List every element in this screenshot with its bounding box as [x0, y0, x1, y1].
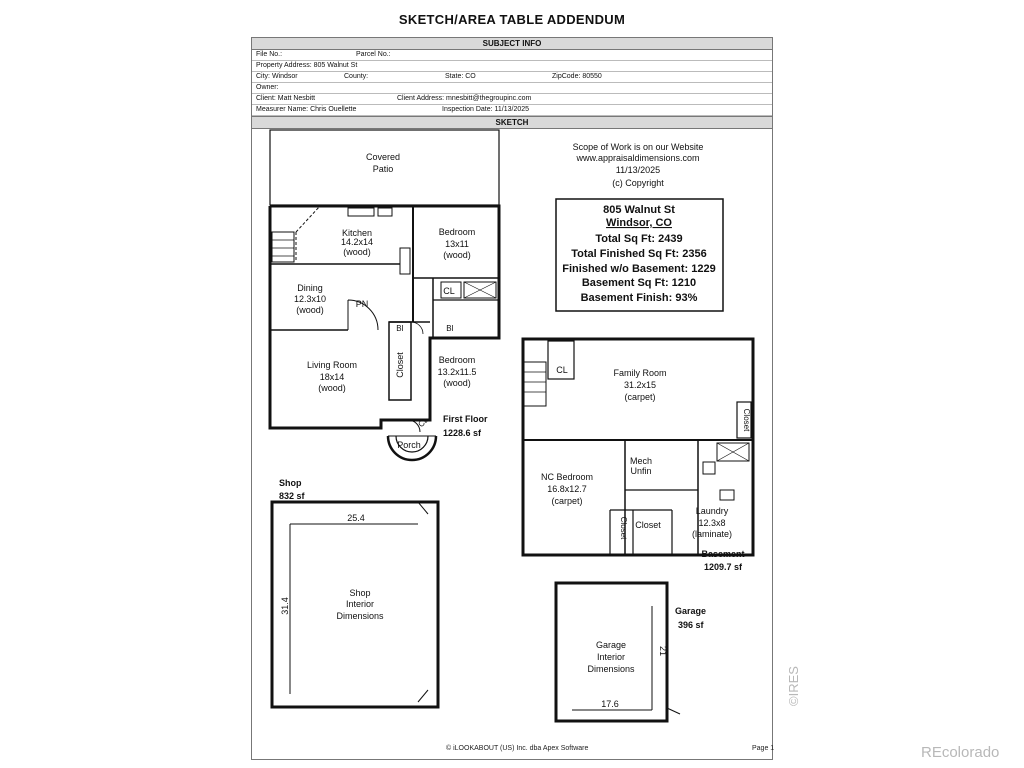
sketch-header: SKETCH — [252, 116, 772, 129]
basement-closet-east: Closet — [742, 409, 751, 432]
first-floor-label: First Floor — [443, 414, 488, 424]
address-row: Property Address: 805 Walnut St — [252, 61, 772, 72]
summary-basement-finish: Basement Finish: 93% — [581, 292, 698, 304]
patio-label-1: Covered — [366, 152, 400, 162]
parcel-no-label: Parcel No.: — [356, 51, 391, 58]
garage-width: 17.6 — [601, 699, 619, 709]
first-floor-closet: Closet — [395, 352, 405, 378]
summary-total-sqft: Total Sq Ft: 2439 — [595, 233, 682, 245]
garage-area: 396 sf — [678, 620, 705, 630]
file-row: File No.: Parcel No.: — [252, 50, 772, 61]
laundry-size: 12.3x8 — [698, 518, 725, 528]
owner-label: Owner: — [256, 84, 279, 91]
footer-copyright: © iLOOKABOUT (US) Inc. dba Apex Software — [446, 745, 589, 752]
shop-label: Shop — [279, 478, 302, 488]
footer-page: Page 1 — [752, 745, 775, 752]
first-floor-area: 1228.6 sf — [443, 428, 482, 438]
property-address: Property Address: 805 Walnut St — [256, 62, 358, 69]
first-floor-cl: CL — [443, 286, 455, 296]
mech-status: Unfin — [630, 466, 651, 476]
dining-size: 12.3x10 — [294, 294, 326, 304]
bi-label-2: BI — [446, 324, 454, 333]
summary-finished-wo-basement: Finished w/o Basement: 1229 — [562, 263, 715, 275]
laundry-floor: (laminate) — [692, 529, 732, 539]
dining-label: Dining — [297, 283, 323, 293]
patio-label-2: Patio — [373, 164, 394, 174]
bedroom2-label: Bedroom — [439, 355, 476, 365]
bedroom1-size: 13x11 — [445, 239, 469, 249]
nc-bedroom-floor: (carpet) — [551, 496, 582, 506]
city-row: City: Windsor County: State: CO ZipCode:… — [252, 72, 772, 83]
nc-bedroom-label: NC Bedroom — [541, 472, 593, 482]
summary-total-finished: Total Finished Sq Ft: 2356 — [571, 248, 706, 260]
bedroom2-floor: (wood) — [443, 378, 471, 388]
mech-label: Mech — [630, 456, 652, 466]
summary-basement-sqft: Basement Sq Ft: 1210 — [582, 277, 696, 289]
measurer-row: Measurer Name: Chris Ouellette Inspectio… — [252, 105, 772, 116]
bi-label-1: BI — [396, 324, 404, 333]
shop-interior-2: Interior — [346, 599, 374, 609]
shop-interior-3: Dimensions — [336, 611, 384, 621]
shop-interior-1: Shop — [349, 588, 370, 598]
summary-box — [555, 198, 724, 312]
garage-depth: 21 — [658, 646, 668, 656]
pn-label: PN — [356, 299, 369, 309]
family-size: 31.2x15 — [624, 380, 656, 390]
nc-bedroom-size: 16.8x12.7 — [547, 484, 587, 494]
subject-info-header: SUBJECT INFO — [252, 38, 772, 50]
garage-interior-1: Garage — [596, 640, 626, 650]
summary-address: 805 Walnut St — [603, 204, 675, 216]
page-title: SKETCH/AREA TABLE ADDENDUM — [398, 12, 626, 27]
inspection-date: Inspection Date: 11/13/2025 — [442, 106, 530, 113]
living-floor: (wood) — [318, 383, 346, 393]
basement-closet-vertical: Closet — [619, 517, 628, 540]
zipcode: ZipCode: 80550 — [552, 73, 602, 80]
garage-label: Garage — [675, 606, 706, 616]
dining-floor: (wood) — [296, 305, 324, 315]
porch-label: Porch — [397, 440, 421, 450]
client: Client: Matt Nesbitt — [256, 95, 316, 102]
ires-watermark: ©IRES — [786, 666, 801, 706]
measurer: Measurer Name: Chris Ouellette — [256, 106, 357, 113]
owner-row: Owner: — [252, 83, 772, 94]
garage-interior-2: Interior — [597, 652, 625, 662]
kitchen-floor: (wood) — [343, 247, 371, 257]
basement-label: Basement — [701, 549, 744, 559]
basement-closet: Closet — [635, 520, 661, 530]
scope-line-3: 11/13/2025 — [616, 165, 660, 175]
shop-width: 25.4 — [347, 513, 365, 523]
file-no-label: File No.: — [256, 51, 283, 58]
family-label: Family Room — [613, 368, 666, 378]
city: City: Windsor — [256, 73, 298, 80]
scope-line-1: Scope of Work is on our Website — [573, 142, 704, 152]
shop-depth: 31.4 — [280, 597, 290, 615]
summary-city: Windsor, CO — [606, 217, 672, 229]
kitchen-label: Kitchen — [342, 228, 372, 238]
bedroom1-label: Bedroom — [439, 227, 476, 237]
first-floor-outline — [268, 204, 501, 430]
addendum-form: SUBJECT INFO File No.: Parcel No.: Prope… — [251, 37, 773, 760]
client-row: Client: Matt Nesbitt Client Address: mne… — [252, 94, 772, 105]
living-size: 18x14 — [320, 372, 345, 382]
family-floor: (carpet) — [624, 392, 655, 402]
laundry-label: Laundry — [696, 506, 729, 516]
county-label: County: — [344, 73, 369, 80]
living-label: Living Room — [307, 360, 357, 370]
scope-line-2: www.appraisaldimensions.com — [575, 153, 699, 163]
garage-interior-3: Dimensions — [587, 664, 635, 674]
shop-area: 832 sf — [279, 491, 306, 501]
kitchen-size: 14.2x14 — [341, 237, 373, 247]
shop-outline — [270, 500, 440, 709]
garage-outline — [554, 581, 669, 723]
bedroom1-floor: (wood) — [443, 250, 471, 260]
basement-cl: CL — [556, 365, 568, 375]
state: State: CO — [445, 73, 476, 80]
basement-outline — [521, 337, 755, 557]
bedroom2-size: 13.2x11.5 — [438, 367, 477, 377]
recolorado-watermark: REcolorado — [921, 744, 1000, 761]
scope-line-4: (c) Copyright — [612, 178, 664, 188]
basement-area: 1209.7 sf — [704, 562, 743, 572]
client-address: Client Address: mnesbitt@thegroupinc.com — [397, 95, 532, 102]
